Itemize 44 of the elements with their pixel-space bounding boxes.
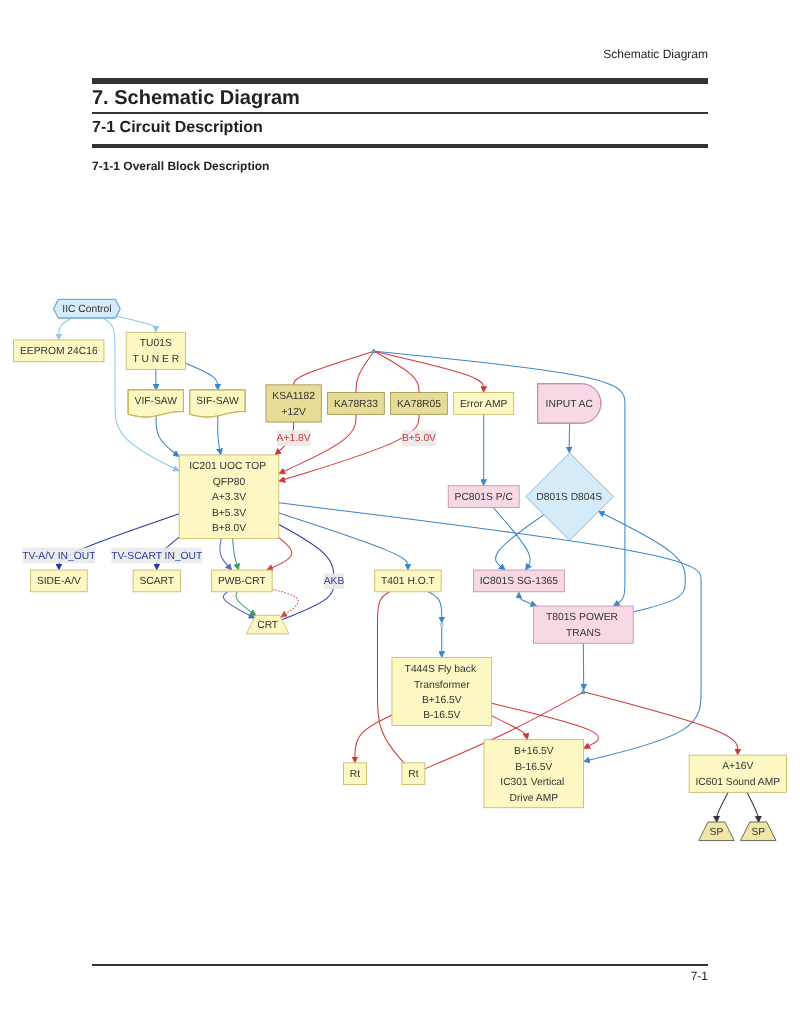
arrow bbox=[427, 591, 446, 624]
arrow bbox=[266, 537, 293, 571]
arrow bbox=[102, 317, 180, 472]
arrow bbox=[271, 588, 299, 618]
arrow bbox=[152, 368, 160, 391]
arrow bbox=[351, 714, 393, 764]
arrow bbox=[116, 315, 160, 333]
arrow bbox=[278, 413, 420, 483]
arrow bbox=[598, 511, 686, 613]
chapter-heading: 7. Schematic Diagram bbox=[92, 88, 300, 110]
arrow bbox=[216, 415, 223, 456]
arrow bbox=[492, 507, 532, 571]
arrow bbox=[55, 317, 72, 341]
arrow bbox=[713, 791, 729, 823]
arrow bbox=[274, 421, 295, 456]
arrow bbox=[515, 591, 538, 607]
arrow bbox=[235, 591, 257, 617]
arrow bbox=[155, 415, 180, 458]
connector bbox=[376, 591, 405, 764]
arrow bbox=[222, 591, 256, 619]
connector bbox=[278, 523, 335, 621]
connector bbox=[293, 351, 374, 386]
arrow bbox=[278, 512, 412, 571]
arrow bbox=[438, 625, 446, 658]
arrow bbox=[580, 642, 588, 691]
connector bbox=[424, 691, 584, 770]
arrow bbox=[278, 502, 702, 764]
arrow bbox=[495, 514, 545, 571]
arrow bbox=[480, 413, 488, 487]
connector bbox=[374, 351, 420, 394]
arrow bbox=[374, 350, 626, 607]
section-heading: 7-1 Circuit Description bbox=[92, 120, 263, 138]
arrow bbox=[584, 691, 742, 756]
arrow bbox=[232, 537, 240, 571]
arrow bbox=[374, 350, 488, 393]
arrow bbox=[565, 423, 573, 454]
node-circle bbox=[439, 622, 444, 627]
arrow bbox=[219, 537, 233, 571]
arrow bbox=[491, 702, 599, 749]
arrow bbox=[491, 715, 530, 741]
connector bbox=[355, 352, 374, 394]
arrow bbox=[185, 362, 222, 391]
arrow bbox=[746, 791, 762, 823]
arrow bbox=[278, 413, 357, 475]
